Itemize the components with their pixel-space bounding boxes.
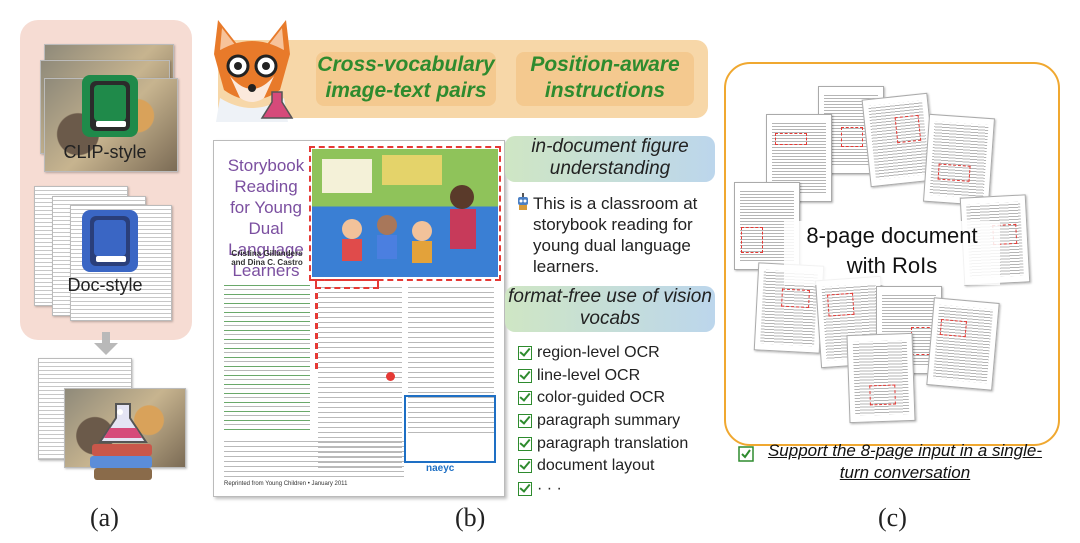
doc-authors: Cristina Gillanders and Dina C. Castro [231, 249, 303, 267]
checkbox-icon [518, 391, 532, 406]
task-item: region-level OCR [518, 342, 688, 365]
checkbox-icon [518, 368, 532, 383]
doc-title: Storybook Reading for Young Dual Languag… [227, 156, 305, 280]
arrow-down-icon [94, 332, 118, 355]
caption-a: (a) [90, 503, 119, 532]
doc-bio-block [224, 437, 404, 477]
task-item: color-guided OCR [518, 387, 688, 410]
red-roi-marker [315, 293, 318, 371]
cross-vocabulary-pill: Cross-vocabulary image-text pairs [316, 52, 496, 106]
checkbox-icon [518, 481, 532, 496]
mini-page [923, 113, 995, 207]
naeyc-logo: naeyc [426, 463, 455, 474]
caption-c: (c) [878, 503, 907, 532]
fox-scientist-icon [214, 20, 294, 122]
classroom-photo [312, 149, 498, 277]
caption-b: (b) [455, 503, 486, 532]
mini-page [846, 332, 916, 424]
doc-right-column [408, 283, 494, 433]
checkbox-icon [518, 346, 532, 361]
clip-style-label: CLIP-style [63, 142, 147, 162]
task-checklist: region-level OCR line-level OCR color-gu… [518, 342, 688, 500]
figure-answer-text: This is a classroom at storybook reading… [533, 194, 698, 276]
eight-page-label: 8-page document with RoIs [784, 221, 1000, 285]
task-item: paragraph summary [518, 410, 688, 433]
task-item: line-level OCR [518, 365, 688, 388]
figure-roi-box [309, 146, 501, 281]
vision-vocabs-ribbon: format-free use of vision vocabs [505, 286, 715, 332]
checkbox-icon [518, 436, 532, 451]
doc-left-column [224, 281, 310, 431]
checkbox-icon [518, 459, 532, 474]
robot-icon [518, 193, 528, 210]
checkbox-icon [738, 446, 754, 462]
task-item: · · · [518, 478, 688, 501]
task-item: document layout [518, 455, 688, 478]
books-flask-icon [90, 403, 152, 480]
paragraph-roi-box [404, 395, 496, 463]
position-aware-pill: Position-aware instructions [516, 52, 694, 106]
doc-footer: Reprinted from Young Children • January … [224, 481, 348, 487]
line-roi-box [315, 279, 379, 289]
figure-understanding-ribbon: in-document figure understanding [505, 136, 715, 182]
support-text: Support the 8-page input in a single-tur… [767, 441, 1043, 482]
example-document-page: Storybook Reading for Young Dual Languag… [213, 140, 505, 497]
blue-book-icon [82, 210, 138, 272]
task-item: paragraph translation [518, 432, 688, 455]
checkbox-icon [518, 414, 532, 429]
red-dot [386, 372, 395, 381]
green-book-icon [82, 75, 138, 137]
doc-style-label: Doc-style [67, 275, 143, 295]
mini-page [926, 297, 1000, 391]
